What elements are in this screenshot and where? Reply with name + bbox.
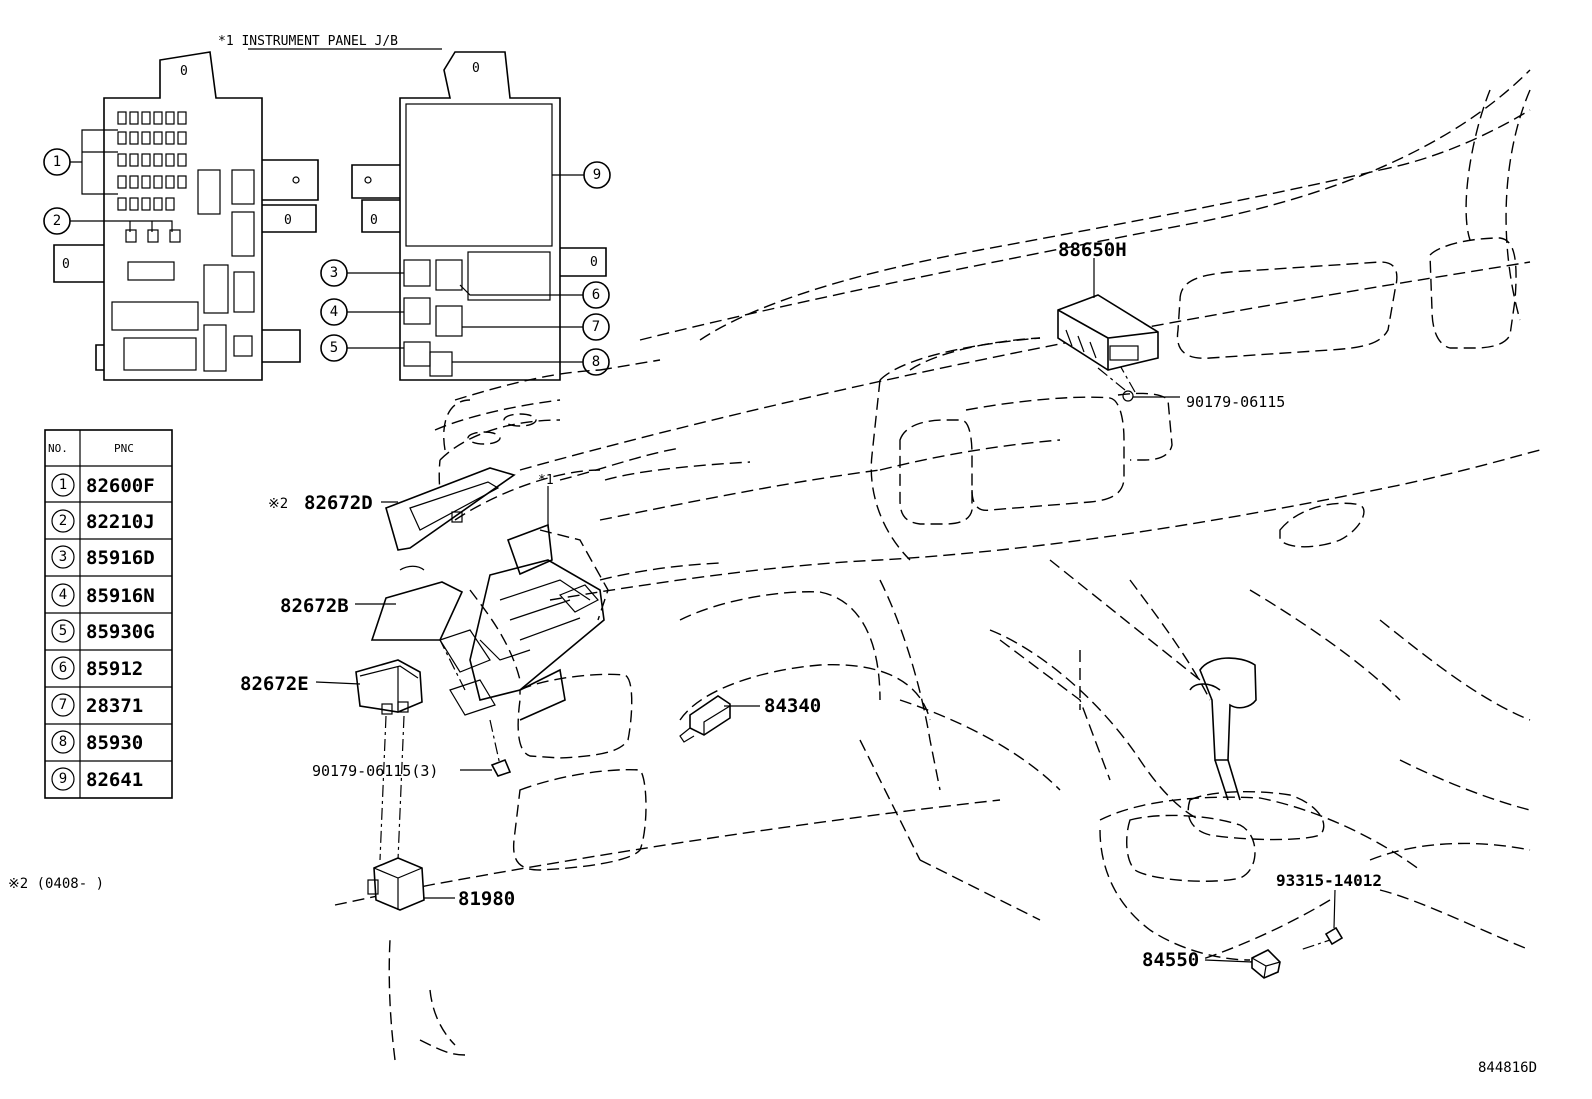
svg-text:85916N: 85916N xyxy=(86,585,155,607)
nut-90179-lower xyxy=(490,758,512,777)
svg-text:2: 2 xyxy=(59,513,67,529)
pnc-table: NO. PNC 1 82600F 2 82210J 3 85916D 4 859… xyxy=(44,429,173,799)
svg-text:7: 7 xyxy=(592,319,600,335)
label-82672d-mark: ※2 xyxy=(268,496,288,512)
label-90179-06115: 90179-06115 xyxy=(1186,393,1285,411)
table-row: 8 85930 xyxy=(45,730,172,762)
svg-text:1: 1 xyxy=(59,477,67,493)
callout-1: 1 xyxy=(43,129,118,195)
label-84550: 84550 xyxy=(1142,949,1199,971)
callout-4: 4 xyxy=(320,298,404,326)
svg-text:85916D: 85916D xyxy=(86,547,155,569)
svg-text:28371: 28371 xyxy=(86,695,143,717)
callout-5: 5 xyxy=(320,334,404,362)
part-82672b-cover xyxy=(370,565,464,641)
nut-90179-upper xyxy=(1122,390,1134,402)
svg-text:5: 5 xyxy=(59,623,67,639)
part-84340-switch xyxy=(679,695,731,743)
label-81980: 81980 xyxy=(458,888,515,910)
svg-text:0: 0 xyxy=(370,213,378,228)
table-header-no: NO. xyxy=(48,442,68,455)
svg-text:6: 6 xyxy=(59,660,67,676)
svg-text:4: 4 xyxy=(59,587,67,603)
callout-3: 3 xyxy=(320,259,404,287)
svg-text:0: 0 xyxy=(62,257,70,272)
label-82672d: 82672D xyxy=(304,492,373,514)
svg-text:7: 7 xyxy=(59,697,67,713)
svg-text:9: 9 xyxy=(59,771,67,787)
table-row: 5 85930G xyxy=(45,619,172,651)
label-82672e: 82672E xyxy=(240,673,309,695)
junction-block-rear-view: 0 0 0 xyxy=(351,51,607,381)
label-90179-06115-qty3: 90179-06115(3) xyxy=(312,762,438,780)
label-leaders xyxy=(315,258,1253,963)
svg-text:85930: 85930 xyxy=(86,732,143,754)
svg-text:9: 9 xyxy=(593,167,601,183)
callout-9: 9 xyxy=(552,161,611,189)
table-row: 2 82210J xyxy=(45,509,172,540)
part-88650h-module xyxy=(1057,294,1159,371)
table-row: 1 82600F xyxy=(45,473,172,503)
callout-8: 8 xyxy=(452,348,610,376)
instrument-panel-outline xyxy=(334,69,1541,1061)
table-row: 4 85916N xyxy=(45,583,172,614)
part-84550-switch xyxy=(1251,949,1281,979)
svg-text:82641: 82641 xyxy=(86,769,143,791)
callout-2: 2 xyxy=(43,207,173,235)
table-row: 6 85912 xyxy=(45,656,172,688)
svg-text:0: 0 xyxy=(590,255,598,270)
label-88650h: 88650H xyxy=(1058,239,1127,261)
figure-id: 844816D xyxy=(1478,1060,1537,1076)
part-81980-relay xyxy=(367,857,425,911)
svg-text:4: 4 xyxy=(330,304,338,320)
svg-text:0: 0 xyxy=(284,213,292,228)
svg-text:5: 5 xyxy=(330,340,338,356)
svg-text:8: 8 xyxy=(592,354,600,370)
junction-block-title: *1 INSTRUMENT PANEL J/B xyxy=(218,34,398,49)
table-row: 3 85916D xyxy=(45,545,172,577)
table-row: 7 28371 xyxy=(45,693,172,725)
svg-text:82600F: 82600F xyxy=(86,475,155,497)
svg-text:6: 6 xyxy=(592,287,600,303)
junction-block-front-view: 0 0 0 xyxy=(53,51,319,381)
junction-block-assembly xyxy=(439,523,609,721)
callout-7: 7 xyxy=(462,313,610,341)
svg-text:82210J: 82210J xyxy=(86,511,155,533)
date-note: ※2 (0408- ) xyxy=(8,876,104,892)
label-82672b: 82672B xyxy=(280,595,349,617)
label-93315-14012: 93315-14012 xyxy=(1276,871,1382,890)
shift-lever xyxy=(1189,657,1257,801)
dash-dot-leaders xyxy=(379,361,1337,963)
label-star1: *1 xyxy=(538,473,554,488)
svg-text:1: 1 xyxy=(53,154,61,170)
svg-text:8: 8 xyxy=(59,734,67,750)
part-82672d-bracket xyxy=(385,467,516,551)
svg-text:0: 0 xyxy=(180,64,188,79)
svg-text:3: 3 xyxy=(330,265,338,281)
part-93315-bolt xyxy=(1324,889,1344,946)
label-84340: 84340 xyxy=(764,695,821,717)
svg-text:3: 3 xyxy=(59,549,67,565)
svg-text:85912: 85912 xyxy=(86,658,143,680)
svg-text:2: 2 xyxy=(53,213,61,229)
table-header-pnc: PNC xyxy=(114,442,134,455)
part-82672e-block xyxy=(355,659,423,715)
table-row: 9 82641 xyxy=(51,767,143,791)
svg-text:85930G: 85930G xyxy=(86,621,155,643)
callout-6: 6 xyxy=(459,281,610,309)
svg-text:0: 0 xyxy=(472,61,480,76)
